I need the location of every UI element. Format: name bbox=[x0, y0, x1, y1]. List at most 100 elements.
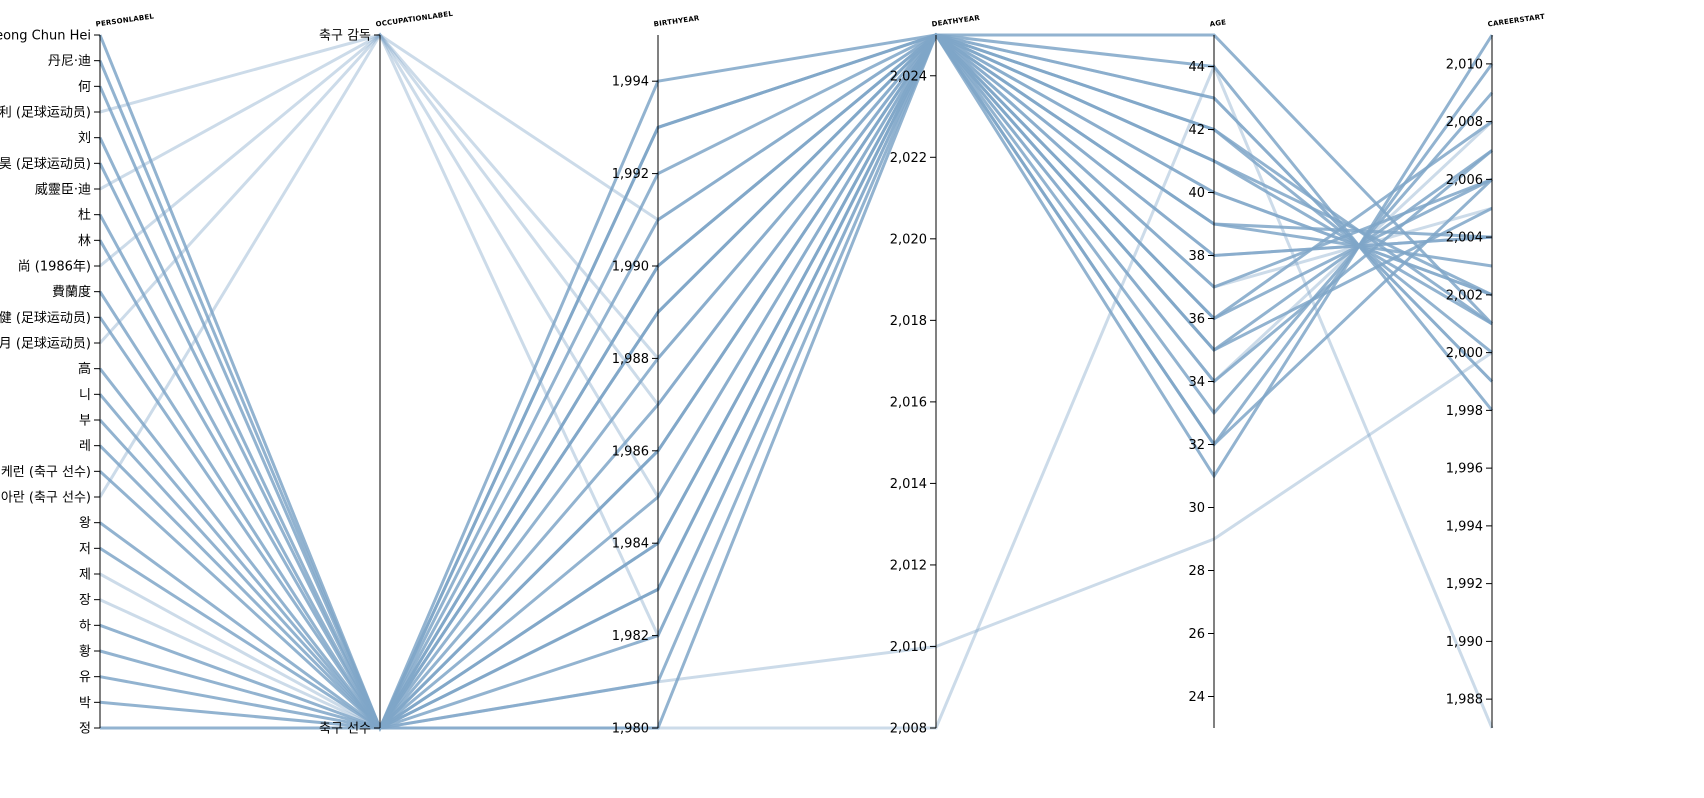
record-line[interactable] bbox=[99, 33, 1493, 730]
tick-label: 왕 bbox=[79, 516, 91, 531]
record-line[interactable] bbox=[98, 32, 1493, 731]
tick-label: 2,010 bbox=[1446, 57, 1483, 72]
tick-label: 38 bbox=[1188, 249, 1205, 264]
tick-label: 유 bbox=[79, 670, 91, 685]
tick: 2,010 bbox=[1446, 57, 1492, 72]
tick: 尚 (1986年) bbox=[18, 260, 100, 275]
tick-label: 尚 (1986年) bbox=[18, 260, 91, 275]
record-line[interactable] bbox=[99, 32, 1493, 730]
axis-title[interactable]: OCCUPATIONLABEL bbox=[375, 10, 454, 29]
tick-label: 저 bbox=[79, 542, 91, 557]
tick: 장 bbox=[79, 593, 100, 608]
record-line[interactable] bbox=[99, 32, 1493, 730]
tick: 32 bbox=[1188, 438, 1214, 453]
tick-label: 2,024 bbox=[890, 69, 927, 84]
tick-label: 健 (足球运动员) bbox=[0, 311, 91, 326]
tick-label: 장 bbox=[79, 593, 91, 608]
tick: 1,984 bbox=[612, 537, 658, 552]
axis-title[interactable]: DEATHYEAR bbox=[931, 14, 981, 29]
tick: 2,002 bbox=[1446, 288, 1492, 303]
tick-label: 2,002 bbox=[1446, 288, 1483, 303]
tick: 1,998 bbox=[1446, 404, 1492, 419]
tick-label: 林 bbox=[78, 234, 91, 249]
tick-label: 1,990 bbox=[1446, 635, 1483, 650]
tick: 2,022 bbox=[890, 151, 936, 166]
tick: 34 bbox=[1188, 375, 1214, 390]
tick-label: 34 bbox=[1188, 375, 1205, 390]
tick: 2,014 bbox=[890, 477, 936, 492]
tick-label: 2,006 bbox=[1446, 173, 1483, 188]
record-line[interactable] bbox=[99, 32, 1494, 384]
tick: 1,996 bbox=[1446, 462, 1492, 477]
tick: 왕 bbox=[79, 516, 100, 531]
tick: 니 bbox=[79, 388, 100, 403]
tick-label: 정 bbox=[79, 722, 91, 737]
tick-label: 박 bbox=[79, 696, 91, 711]
tick-label: 2,014 bbox=[890, 477, 927, 492]
axis-title[interactable]: AGE bbox=[1209, 18, 1227, 28]
tick: 2,018 bbox=[890, 314, 936, 329]
axis-birthYear: BIRTHYEAR1,9801,9821,9841,9861,9881,9901… bbox=[612, 14, 701, 736]
tick: 1,980 bbox=[612, 722, 658, 737]
tick-label: 費蘭度 bbox=[52, 284, 91, 300]
tick: 26 bbox=[1188, 627, 1214, 642]
tick-label: 刘 bbox=[78, 131, 91, 146]
record-line[interactable] bbox=[99, 62, 1494, 730]
tick: 1,988 bbox=[612, 352, 658, 367]
tick-label: 24 bbox=[1188, 690, 1205, 705]
axis-title[interactable]: PERSONLABEL bbox=[95, 12, 155, 28]
record-line[interactable] bbox=[98, 32, 1493, 498]
tick: 축구 감독 bbox=[319, 29, 380, 44]
record-line[interactable] bbox=[99, 351, 1493, 730]
tick: 정 bbox=[79, 722, 100, 737]
tick-label: 1,988 bbox=[612, 352, 649, 367]
tick-label: 니 bbox=[79, 388, 91, 403]
axis-title[interactable]: BIRTHYEAR bbox=[653, 14, 700, 28]
axis-deathYear: DEATHYEAR2,0082,0102,0122,0142,0162,0182… bbox=[890, 14, 981, 737]
record-line[interactable] bbox=[98, 33, 1494, 730]
tick-label: 1,994 bbox=[1446, 519, 1483, 534]
record-line[interactable] bbox=[98, 33, 1494, 732]
tick: 38 bbox=[1188, 249, 1214, 264]
tick: Leong Chun Hei bbox=[0, 29, 100, 44]
tick-label: 高 bbox=[78, 361, 91, 377]
record-line[interactable] bbox=[98, 32, 1493, 731]
tick-label: 月 (足球运动员) bbox=[0, 337, 91, 352]
tick-label: 2,010 bbox=[890, 640, 927, 655]
tick-label: 1,980 bbox=[612, 722, 649, 737]
tick-label: 2,018 bbox=[890, 314, 927, 329]
tick-label: 1,992 bbox=[1446, 577, 1483, 592]
tick-label: 杜 bbox=[78, 208, 91, 223]
record-line[interactable] bbox=[100, 33, 1494, 730]
tick: 1,994 bbox=[1446, 519, 1492, 534]
tick-label: 何 bbox=[78, 79, 91, 95]
tick-label: 36 bbox=[1188, 312, 1205, 327]
record-line[interactable] bbox=[98, 33, 1494, 732]
record-line[interactable] bbox=[99, 33, 1493, 730]
record-line[interactable] bbox=[98, 33, 1494, 731]
tick: 何 bbox=[78, 79, 100, 95]
record-line[interactable] bbox=[98, 32, 1493, 731]
tick: 1,988 bbox=[1446, 693, 1492, 708]
tick-label: 42 bbox=[1188, 123, 1205, 138]
tick-label: 32 bbox=[1188, 438, 1205, 453]
tick: 健 (足球运动员) bbox=[0, 311, 100, 326]
tick-label: 1,982 bbox=[612, 629, 649, 644]
tick: 費蘭度 bbox=[52, 284, 100, 300]
record-line[interactable] bbox=[99, 32, 1493, 730]
tick-label: 제 bbox=[79, 568, 91, 583]
record-line[interactable] bbox=[98, 33, 1494, 730]
tick-label: 2,012 bbox=[890, 558, 927, 573]
tick: 刘 bbox=[78, 131, 100, 146]
tick-label: 황 bbox=[79, 645, 91, 660]
tick: 아란 (축구 선수) bbox=[1, 491, 100, 506]
tick-label: 부 bbox=[79, 414, 91, 429]
tick-label: 丹尼·迪 bbox=[48, 54, 91, 69]
tick: 2,006 bbox=[1446, 173, 1492, 188]
tick: 2,008 bbox=[890, 722, 936, 737]
axis-title[interactable]: CAREERSTART bbox=[1487, 13, 1545, 29]
record-line[interactable] bbox=[99, 32, 1493, 730]
